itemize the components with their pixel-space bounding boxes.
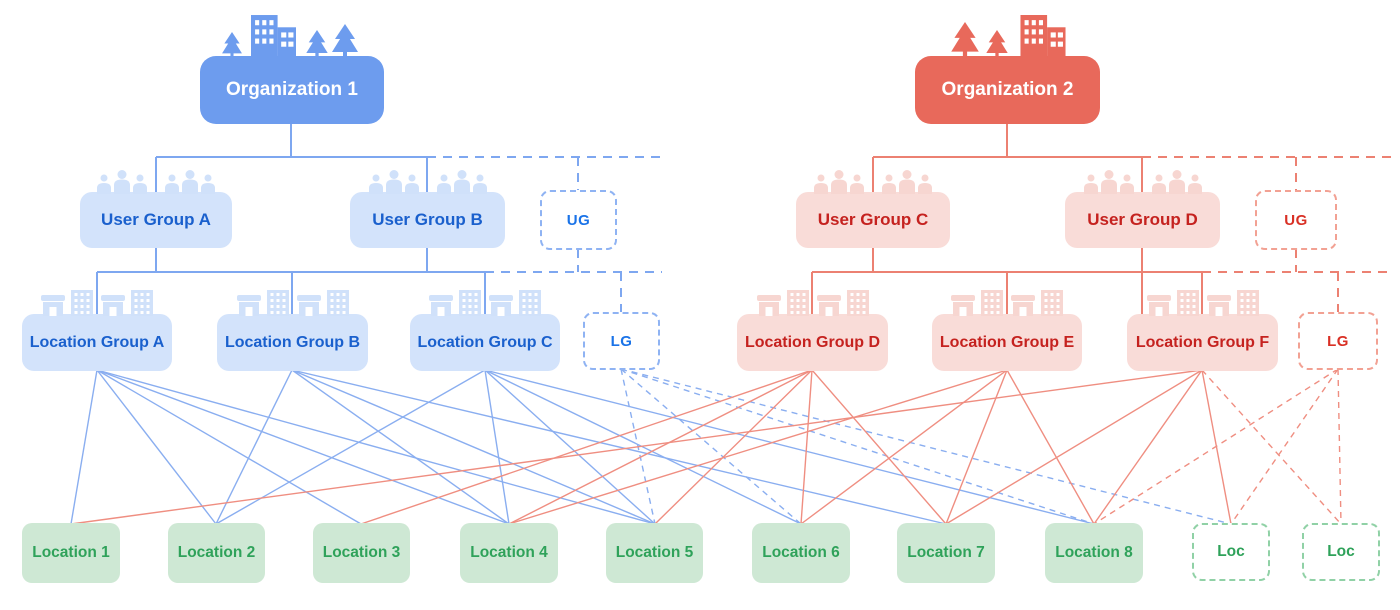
location-group-a-node: Location Group A [22,314,172,371]
location-2-node: Location 2 [168,523,265,583]
location-group-e-label: Location Group E [939,333,1075,351]
connection-line [360,369,813,525]
location-group-e-node: Location Group E [932,314,1082,371]
user-group-more-red-node: UG [1255,190,1337,250]
connection-line [70,369,98,525]
connection-line [1201,369,1342,525]
connection-line [215,369,486,525]
location-more-1-node: Loc [1192,523,1270,581]
location-4-node: Location 4 [460,523,558,583]
location-group-d-node: Location Group D [737,314,888,371]
connection-line [96,369,510,525]
location-1-node: Location 1 [22,523,120,583]
connection-line [484,369,802,525]
location-4-label: Location 4 [470,544,548,561]
connection-line [484,369,510,525]
location-8-label: Location 8 [1055,544,1133,561]
location-6-node: Location 6 [752,523,850,583]
connection-line [291,369,656,525]
location-group-c-node: Location Group C [410,314,560,371]
connection-line [811,369,947,525]
location-8-node: Location 8 [1045,523,1143,583]
location-group-b-node: Location Group B [217,314,368,371]
connection-line [620,368,1095,525]
connection-line [945,369,1008,525]
location-group-f-label: Location Group F [1135,333,1270,351]
connection-line [291,369,947,525]
location-5-label: Location 5 [615,544,694,561]
location-3-node: Location 3 [313,523,410,583]
location-more-2-label: Loc [1327,543,1355,560]
user-group-d-label: User Group D [1087,210,1198,229]
connection-line [620,368,1232,525]
connection-line [800,369,1008,525]
location-group-d-label: Location Group D [744,333,881,351]
user-group-d-node: User Group D [1065,192,1220,248]
location-3-label: Location 3 [322,544,401,561]
location-group-more-red-node: LG [1298,312,1378,370]
location-group-more-blue-label: LG [610,332,633,350]
connection-line [654,369,813,525]
user-group-c-label: User Group C [817,210,929,229]
user-group-a-node: User Group A [80,192,232,248]
user-group-b-label: User Group B [372,210,483,229]
organization-2-node: Organization 2 [915,15,1100,124]
connection-line [508,369,813,525]
user-group-c-node: User Group C [796,192,950,248]
connection-line [484,369,1095,525]
connection-line [800,369,813,525]
user-group-more-blue-node: UG [540,190,617,250]
location-7-node: Location 7 [897,523,995,583]
connection-line [96,369,656,525]
location-group-c-label: Location Group C [417,333,553,351]
user-group-more-blue-label: UG [566,211,591,229]
user-group-b-node: User Group B [350,192,505,248]
location-group-b-label: Location Group B [224,333,361,351]
connection-line [484,369,656,525]
location-group-more-red-label: LG [1327,332,1349,350]
connection-line [945,369,1203,525]
organization-1-node: Organization 1 [200,15,384,124]
user-group-a-label: User Group A [101,210,211,229]
location-6-label: Location 6 [762,544,840,561]
connection-line [291,369,510,525]
location-1-label: Location 1 [32,544,110,561]
connection-line [1093,369,1203,525]
location-more-2-node: Loc [1302,523,1380,581]
connection-line [1093,368,1339,525]
connection-line [1006,369,1095,525]
connection-line [215,369,293,525]
organization-1-label: Organization 1 [226,79,358,100]
location-7-label: Location 7 [907,544,985,561]
location-2-label: Location 2 [177,544,256,561]
connection-line [96,369,217,525]
connection-line [508,369,1008,525]
connection-line [1337,368,1342,525]
location-5-node: Location 5 [606,523,703,583]
location-group-f-node: Location Group F [1127,314,1278,371]
location-group-a-label: Location Group A [29,333,165,351]
location-group-more-blue-node: LG [583,312,660,370]
location-more-1-label: Loc [1217,543,1245,560]
connection-line [1230,368,1339,525]
user-group-more-red-label: UG [1284,211,1308,229]
connection-line [70,369,1203,525]
connection-line [96,369,362,525]
organization-2-label: Organization 2 [941,79,1074,100]
